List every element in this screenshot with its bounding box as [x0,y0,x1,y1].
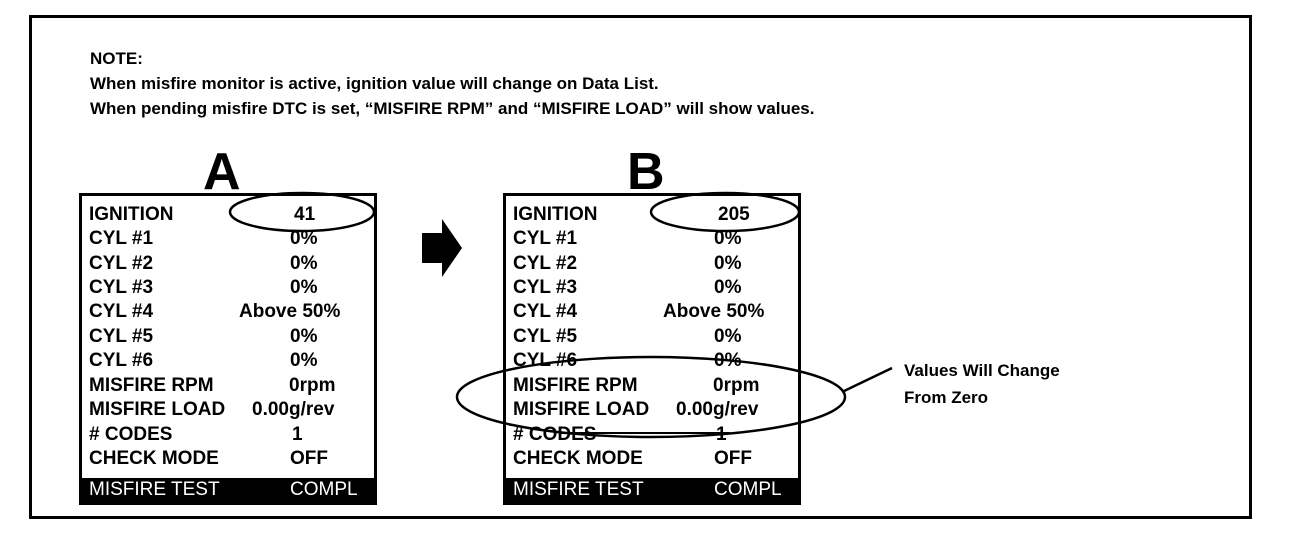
data-row: CYL #3 0% [513,276,797,300]
row-value: Above 50% [239,301,341,322]
panel-a-screen: IGNITION 41 CYL #1 0% CYL #2 0% CYL #3 0% CY… [79,193,377,505]
row-label: CYL #1 [89,228,154,249]
data-row: CYL #4 Above 50% [513,300,797,324]
row-label: CYL #5 [89,326,154,347]
callout-text: Values Will Change From Zero [904,357,1060,411]
status-label: MISFIRE TEST [89,479,220,500]
row-label: IGNITION [513,204,598,225]
status-label: MISFIRE TEST [513,479,644,500]
diagram-frame [29,15,1252,519]
row-value: 0% [290,277,318,298]
row-label: CYL #4 [89,301,154,322]
row-value: 0.00g/rev [676,399,759,420]
data-row: CYL #1 0% [513,227,797,251]
row-value: 0% [714,326,742,347]
row-value: 0rpm [713,375,760,396]
data-row: CHECK MODE OFF [89,447,373,471]
row-label: CHECK MODE [89,448,219,469]
row-label: # CODES [513,424,597,445]
row-value: OFF [290,448,328,469]
data-row: IGNITION 205 [513,203,797,227]
row-label: CYL #3 [513,277,578,298]
note-block: NOTE: When misfire monitor is active, ig… [90,46,814,121]
data-row: CYL #6 0% [513,349,797,373]
data-row: MISFIRE RPM 0rpm [89,374,373,398]
row-label: IGNITION [89,204,174,225]
data-row: CYL #6 0% [89,349,373,373]
status-bar: MISFIRE TEST COMPL [82,478,374,502]
row-value: 0% [290,350,318,371]
data-row: CYL #2 0% [89,252,373,276]
row-label: CYL #6 [513,350,578,371]
status-bar: MISFIRE TEST COMPL [506,478,798,502]
data-row: CYL #4 Above 50% [89,300,373,324]
status-value: COMPL [290,479,358,500]
row-label: CYL #6 [89,350,154,371]
row-label: CYL #5 [513,326,578,347]
panel-b-screen: IGNITION 205 CYL #1 0% CYL #2 0% CYL #3 0% C… [503,193,801,505]
data-row: # CODES 1 [513,423,797,447]
row-label: CYL #1 [513,228,578,249]
data-row: MISFIRE LOAD 0.00g/rev [513,398,797,422]
row-label: MISFIRE LOAD [513,399,650,420]
data-row: CYL #5 0% [513,325,797,349]
row-value: 0% [290,326,318,347]
data-row: CYL #5 0% [89,325,373,349]
row-value: 0% [290,228,318,249]
note-line-2: When pending misfire DTC is set, “MISFIR… [90,99,815,118]
data-row: CYL #2 0% [513,252,797,276]
row-label: MISFIRE RPM [513,375,638,396]
row-label: # CODES [89,424,173,445]
row-value: 0% [714,350,742,371]
row-value: 205 [718,204,750,225]
data-row: CYL #3 0% [89,276,373,300]
row-value: 1 [292,424,303,445]
note-title: NOTE: [90,49,143,68]
row-value: 0% [714,253,742,274]
data-row: CYL #1 0% [89,227,373,251]
row-label: CHECK MODE [513,448,643,469]
row-value: 0% [714,277,742,298]
note-line-1: When misfire monitor is active, ignition… [90,74,659,93]
row-label: CYL #2 [513,253,578,274]
row-value: 41 [294,204,316,225]
row-label: CYL #2 [89,253,154,274]
row-label: CYL #4 [513,301,578,322]
row-value: 0.00g/rev [252,399,335,420]
data-row: MISFIRE RPM 0rpm [513,374,797,398]
row-value: OFF [714,448,752,469]
row-label: MISFIRE RPM [89,375,214,396]
callout-line-1: Values Will Change [904,361,1060,380]
row-label: MISFIRE LOAD [89,399,226,420]
panel-b-letter: B [627,143,665,201]
panel-a-letter: A [203,143,241,201]
callout-line-2: From Zero [904,388,989,407]
row-value: Above 50% [663,301,765,322]
row-value: 0rpm [289,375,336,396]
data-row: MISFIRE LOAD 0.00g/rev [89,398,373,422]
row-value: 1 [716,424,727,445]
data-row: CHECK MODE OFF [513,447,797,471]
data-row: IGNITION 41 [89,203,373,227]
row-value: 0% [290,253,318,274]
data-row: # CODES 1 [89,423,373,447]
status-value: COMPL [714,479,782,500]
row-label: CYL #3 [89,277,154,298]
row-value: 0% [714,228,742,249]
